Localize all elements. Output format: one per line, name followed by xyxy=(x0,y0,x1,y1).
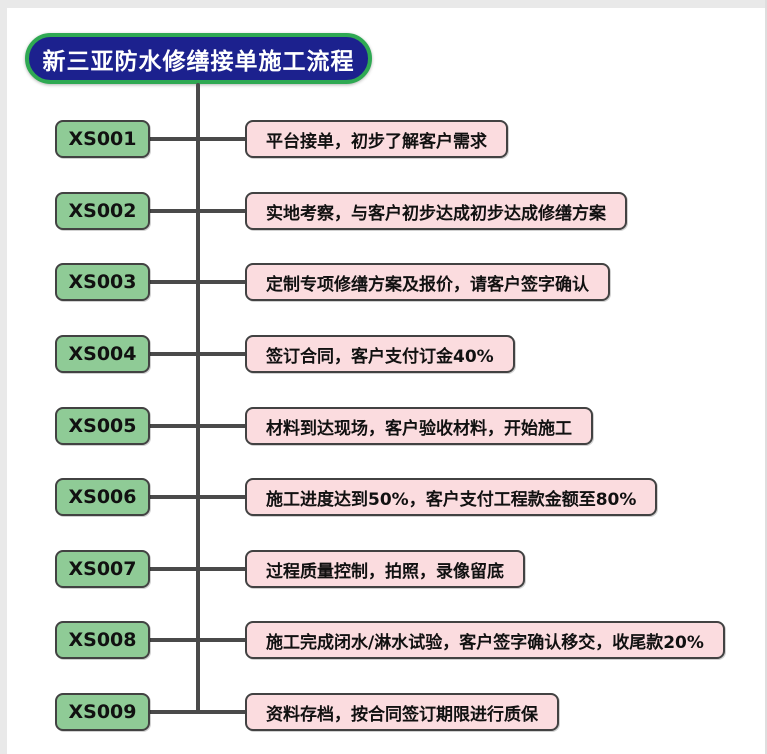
step-code-node: XS003 xyxy=(55,263,150,301)
flow-step-row: XS005 材料到达现场，客户验收材料，开始施工 xyxy=(0,407,767,445)
flow-step-row: XS007 过程质量控制，拍照，录像留底 xyxy=(0,550,767,588)
step-code-node: XS007 xyxy=(55,550,150,588)
step-desc-node: 资料存档，按合同签订期限进行质保 xyxy=(245,693,559,731)
flow-step-row: XS003 定制专项修缮方案及报价，请客户签字确认 xyxy=(0,263,767,301)
step-code: XS006 xyxy=(68,486,137,508)
step-code-node: XS008 xyxy=(55,621,150,659)
canvas-edge-top xyxy=(0,0,767,8)
step-desc: 过程质量控制，拍照，录像留底 xyxy=(266,561,504,582)
step-desc-node: 实地考察，与客户初步达成初步达成修缮方案 xyxy=(245,192,627,230)
step-desc: 材料到达现场，客户验收材料，开始施工 xyxy=(266,418,572,439)
step-code: XS004 xyxy=(68,343,137,365)
step-desc: 资料存档，按合同签订期限进行质保 xyxy=(266,704,538,725)
step-code: XS003 xyxy=(68,271,137,293)
step-desc: 施工完成闭水/淋水试验，客户签字确认移交，收尾款20% xyxy=(266,632,704,653)
flow-step-row: XS002 实地考察，与客户初步达成初步达成修缮方案 xyxy=(0,192,767,230)
step-desc-node: 定制专项修缮方案及报价，请客户签字确认 xyxy=(245,263,610,301)
flow-step-row: XS001 平台接单，初步了解客户需求 xyxy=(0,120,767,158)
step-connector-line xyxy=(148,137,247,141)
step-connector-line xyxy=(148,710,247,714)
step-code: XS008 xyxy=(68,629,137,651)
step-code: XS005 xyxy=(68,415,137,437)
trunk-line xyxy=(196,83,200,714)
canvas-edge-left xyxy=(0,0,7,754)
step-desc: 实地考察，与客户初步达成初步达成修缮方案 xyxy=(266,203,606,224)
flow-step-row: XS004 签订合同，客户支付订金40% xyxy=(0,335,767,373)
step-desc-node: 施工进度达到50%，客户支付工程款金额至80% xyxy=(245,478,658,516)
step-desc-node: 过程质量控制，拍照，录像留底 xyxy=(245,550,525,588)
step-connector-line xyxy=(148,424,247,428)
flow-step-row: XS006 施工进度达到50%，客户支付工程款金额至80% xyxy=(0,478,767,516)
step-connector-line xyxy=(148,567,247,571)
step-code: XS001 xyxy=(68,128,137,150)
step-connector-line xyxy=(148,495,247,499)
step-code: XS009 xyxy=(68,701,137,723)
step-desc: 施工进度达到50%，客户支付工程款金额至80% xyxy=(266,489,637,510)
step-desc-node: 材料到达现场，客户验收材料，开始施工 xyxy=(245,407,593,445)
step-desc: 平台接单，初步了解客户需求 xyxy=(266,131,487,152)
step-code: XS007 xyxy=(68,558,137,580)
step-code-node: XS009 xyxy=(55,693,150,731)
step-code: XS002 xyxy=(68,200,137,222)
step-code-node: XS001 xyxy=(55,120,150,158)
step-connector-line xyxy=(148,352,247,356)
step-connector-line xyxy=(148,638,247,642)
step-code-node: XS006 xyxy=(55,478,150,516)
step-desc: 签订合同，客户支付订金40% xyxy=(266,346,494,367)
flow-step-row: XS009 资料存档，按合同签订期限进行质保 xyxy=(0,693,767,731)
step-code-node: XS005 xyxy=(55,407,150,445)
step-code-node: XS002 xyxy=(55,192,150,230)
step-connector-line xyxy=(148,209,247,213)
step-desc-node: 施工完成闭水/淋水试验，客户签字确认移交，收尾款20% xyxy=(245,621,725,659)
flow-title: 新三亚防水修缮接单施工流程 xyxy=(25,33,372,84)
step-code-node: XS004 xyxy=(55,335,150,373)
flow-title-label: 新三亚防水修缮接单施工流程 xyxy=(42,48,355,75)
step-desc: 定制专项修缮方案及报价，请客户签字确认 xyxy=(266,274,589,295)
step-desc-node: 平台接单，初步了解客户需求 xyxy=(245,120,508,158)
flow-step-row: XS008 施工完成闭水/淋水试验，客户签字确认移交，收尾款20% xyxy=(0,621,767,659)
step-desc-node: 签订合同，客户支付订金40% xyxy=(245,335,515,373)
step-connector-line xyxy=(148,280,247,284)
canvas-edge-right xyxy=(765,0,767,754)
